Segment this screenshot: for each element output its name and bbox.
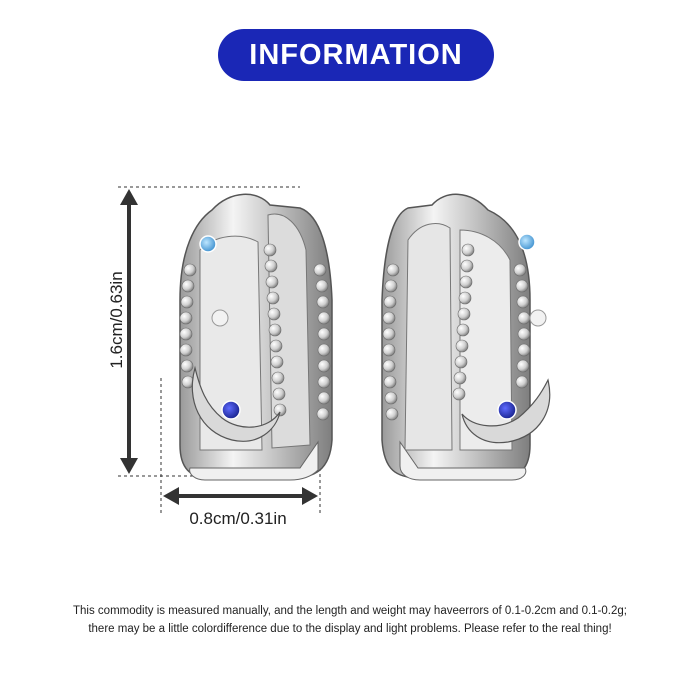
height-measurement-label: 1.6cm/0.63in	[107, 271, 126, 369]
left-bead-row	[179, 243, 331, 421]
information-banner: INFORMATION	[218, 29, 494, 81]
disclaimer-line-1: This commodity is measured manually, and…	[73, 605, 627, 617]
right-bead-row	[382, 243, 531, 421]
right-earring	[381, 193, 551, 481]
dimension-guides	[118, 186, 321, 515]
banner-title: INFORMATION	[249, 38, 463, 71]
left-earring	[179, 193, 333, 481]
width-measurement-label: 0.8cm/0.31in	[189, 509, 287, 528]
disclaimer-line-2: there may be a little colordifference du…	[88, 623, 612, 635]
